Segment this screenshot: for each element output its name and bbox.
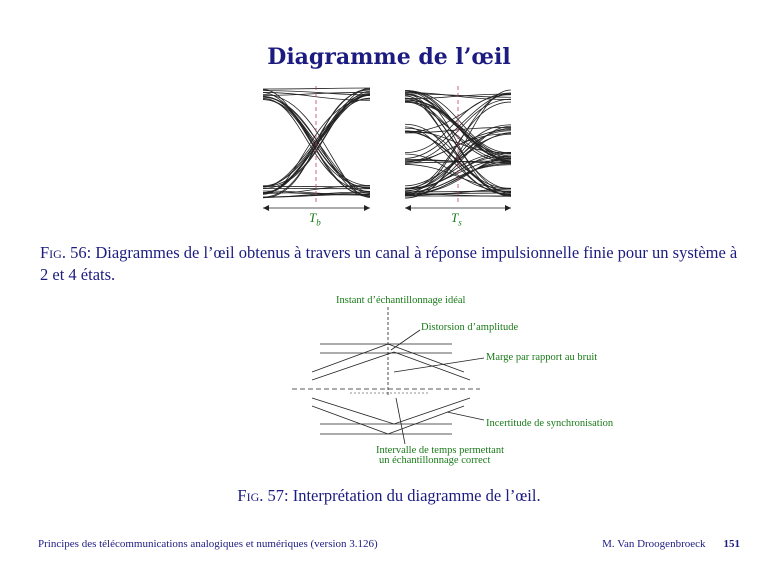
eye-trace [404, 158, 512, 192]
period-arrow-right-head-left [405, 205, 411, 211]
eye-trace [404, 151, 512, 197]
eye-panel-4-states [404, 89, 512, 199]
period-arrow-left-head-right [364, 205, 370, 211]
figure-56-text: Diagrammes de l’œil obtenus à travers un… [40, 243, 738, 284]
period-arrow-left-head-left [263, 205, 269, 211]
annotation-sync-uncertainty: Incertitude de synchronisation [486, 418, 614, 429]
annotation-interval-line2: un échantillonnage correct [379, 455, 491, 466]
eye-trace [404, 93, 512, 100]
pointer-sync-uncertainty [446, 411, 485, 421]
figure-56-caption: Fig. 56: Diagrammes de l’œil obtenus à t… [40, 242, 745, 286]
eye-trace [404, 127, 512, 189]
eye-trace [262, 193, 371, 198]
eye-trace [262, 96, 371, 186]
eye-trace [404, 158, 512, 164]
annotation-noise-margin: Marge par rapport au bruit [486, 352, 598, 363]
eye-trace [404, 130, 512, 190]
pointer-amplitude-distortion [390, 329, 421, 351]
footer-right: M. Van Droogenbroeck 151 [602, 538, 740, 550]
figure-57-text: Interprétation du diagramme de l’œil. [292, 486, 541, 505]
figure-57-label: Fig. 57: [237, 486, 289, 505]
footer-author: M. Van Droogenbroeck [602, 538, 706, 550]
eye-transition-5 [311, 397, 395, 425]
figure-57-caption: Fig. 57: Interprétation du diagramme de … [40, 485, 738, 507]
eye-trace [262, 94, 371, 187]
eye-trace [262, 185, 371, 194]
pointer-interval [395, 397, 406, 445]
annotation-interval-line1: Intervalle de temps permettant [376, 445, 504, 456]
page-title: Diagramme de l’œil [267, 44, 511, 70]
annotation-amplitude-distortion: Distorsion d’amplitude [421, 322, 519, 333]
footer-page-number: 151 [723, 538, 741, 550]
pointer-noise-margin [393, 357, 485, 373]
annotation-sampling-instant: Instant d’échantillonnage idéal [336, 295, 466, 306]
eye-transition-2 [387, 343, 465, 373]
eye-trace [404, 101, 512, 162]
eye-trace [262, 87, 371, 90]
eye-trace [404, 153, 512, 193]
eye-trace [404, 93, 512, 190]
eye-transition-0 [311, 343, 389, 373]
eye-trace [404, 90, 512, 159]
eye-transition-1 [311, 351, 395, 381]
eye-trace [404, 133, 512, 192]
eye-transition-7 [393, 397, 471, 425]
period-label-tb: Tb [309, 210, 321, 228]
eye-trace [262, 88, 371, 194]
eye-trace [262, 93, 371, 188]
eye-trace [404, 163, 512, 193]
eye-trace [262, 89, 371, 188]
footer-course: Principes des télécommunications analogi… [38, 538, 378, 550]
period-arrow-right-head-right [505, 205, 511, 211]
figure-56-label: Fig. 56: [40, 243, 92, 262]
eye-transition-6 [387, 405, 465, 435]
eye-trace [262, 90, 371, 96]
eye-trace [262, 98, 371, 192]
eye-trace [404, 133, 512, 164]
eye-panel-2-states [262, 87, 371, 199]
period-label-ts: Ts [451, 210, 462, 228]
eye-trace [262, 94, 371, 188]
eye-trace [262, 185, 371, 188]
eye-trace [262, 92, 371, 101]
eye-trace [404, 95, 512, 193]
eye-trace [404, 127, 512, 134]
eye-trace [262, 87, 371, 189]
eye-transition-4 [311, 405, 389, 435]
eye-trace [262, 192, 371, 196]
